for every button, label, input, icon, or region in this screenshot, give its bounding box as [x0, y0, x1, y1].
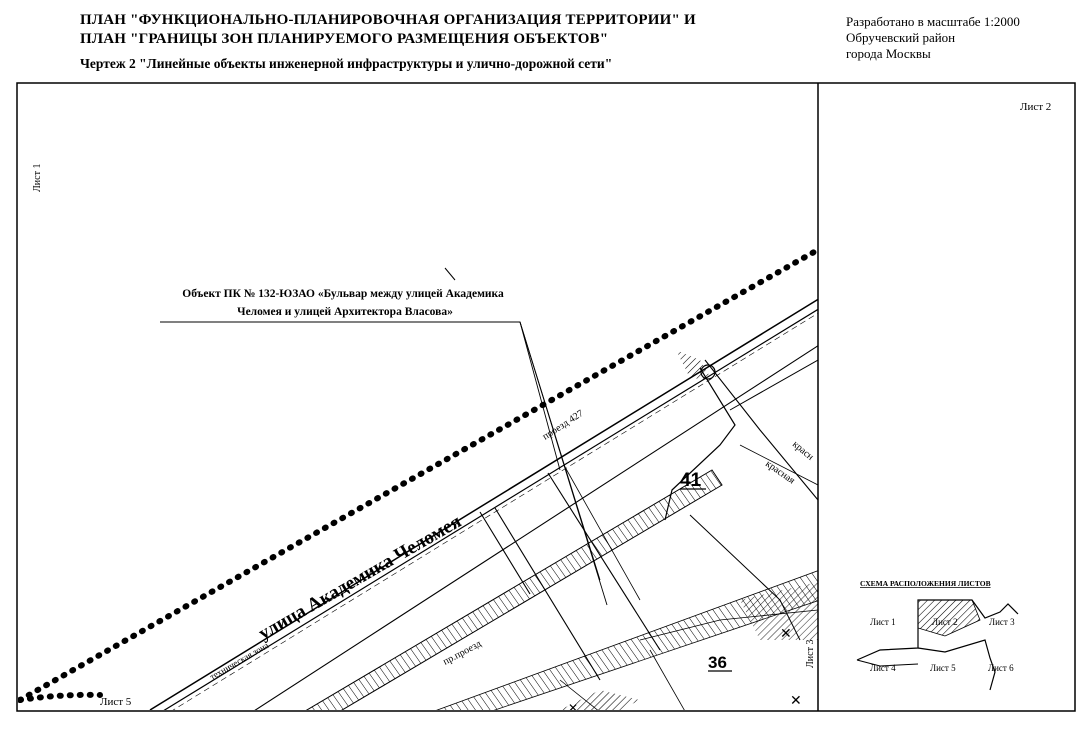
street-label-main: улица Академика Челомея	[255, 511, 465, 644]
street-label-passage: проезд 427	[541, 408, 586, 443]
inset-sheet-5: Лист 5	[930, 663, 956, 673]
hatched-strip-lower	[305, 469, 723, 710]
city-note: города Москвы	[846, 46, 931, 61]
object-callout-line-2: Челомея и улицей Архитектора Власова»	[237, 306, 453, 318]
svg-text:✕: ✕	[780, 626, 792, 642]
inset-sheet-4: Лист 4	[870, 663, 896, 673]
map-frame	[16, 82, 1076, 712]
svg-text:✕: ✕	[790, 693, 802, 709]
sheet-label-right-edge: Лист 3	[805, 640, 816, 668]
inset-sheet-2: Лист 2	[932, 617, 958, 627]
technical-zone-label: техническая зона	[208, 640, 270, 682]
inset-sheet-1: Лист 1	[870, 617, 896, 627]
parcel-number-41: 41	[680, 470, 702, 491]
drawing-subtitle: Чертеж 2 "Линейные объекты инженерной ин…	[80, 56, 613, 71]
inset-sheet-3: Лист 3	[989, 617, 1015, 627]
red-line-label-1: красная	[763, 458, 797, 486]
inset-sheet-6: Лист 6	[988, 663, 1014, 673]
sheet-label-bottom-left: Лист 5	[100, 696, 132, 708]
parcel-number-36: 36	[708, 653, 727, 672]
sheet-label-top-right: Лист 2	[1020, 101, 1051, 113]
title-line-2: ПЛАН "ГРАНИЦЫ ЗОН ПЛАНИРУЕМОГО РАЗМЕЩЕНИ…	[80, 31, 609, 47]
inset-title: СХЕМА РАСПОЛОЖЕНИЯ ЛИСТОВ	[860, 579, 991, 588]
red-line-label-2: красн	[790, 439, 816, 463]
sheet-layout-inset: СХЕМА РАСПОЛОЖЕНИЯ ЛИСТОВ Лист 1 Лист 2 …	[856, 579, 1019, 691]
sheet-label-left: Лист 1	[32, 164, 43, 192]
scale-note: Разработано в масштабе 1:2000	[846, 14, 1020, 29]
svg-text:✕: ✕	[568, 701, 578, 715]
street-edge-upper	[149, 298, 818, 710]
title-line-1: ПЛАН "ФУНКЦИОНАЛЬНО-ПЛАНИРОВОЧНАЯ ОРГАНИ…	[80, 12, 696, 28]
district-note: Обручевский район	[846, 30, 956, 45]
object-callout-line-1: Объект ПК № 132-ЮЗАО «Бульвар между улиц…	[182, 288, 504, 300]
